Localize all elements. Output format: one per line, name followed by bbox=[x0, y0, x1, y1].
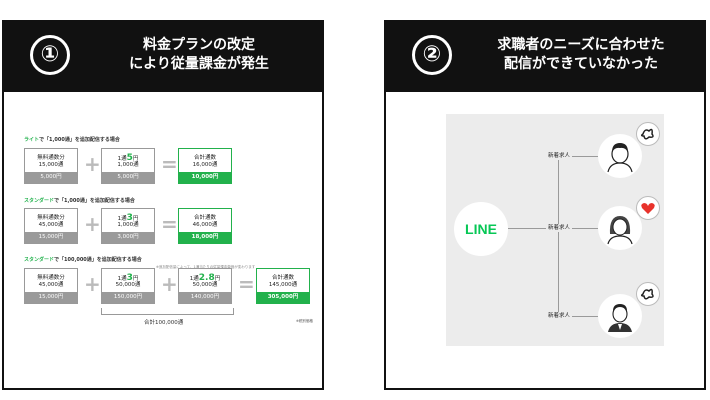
scribble-bubble-icon bbox=[636, 282, 660, 306]
delivery-panel: ② 求職者のニーズに合わせた 配信ができていなかった LINE 新着求人 新着求… bbox=[384, 20, 706, 390]
new-job-tag: 新着求人 bbox=[546, 224, 573, 232]
equals-sign: = bbox=[238, 272, 255, 296]
plus-sign: + bbox=[161, 272, 178, 296]
source-note: ※税別価格 bbox=[296, 319, 313, 323]
connector-line bbox=[558, 228, 598, 229]
free-quota-box: 無料通数分 15,000通 5,000円 bbox=[24, 148, 78, 184]
panel-title: 求職者のニーズに合わせた 配信ができていなかった bbox=[497, 37, 665, 72]
avatar-man-casual-icon bbox=[598, 134, 642, 178]
unit-price-box: 1通3円 50,000通 150,000円 bbox=[101, 268, 155, 304]
total-box: 合計通数 145,000通 305,000円 bbox=[256, 268, 310, 304]
total-box: 合計通数 46,000通 18,000円 bbox=[178, 208, 232, 244]
panel-header: ① 料金プランの改定 により従量課金が発生 bbox=[4, 22, 322, 92]
unit-price-box: 1通2.8円 50,000通 140,000円 bbox=[178, 268, 232, 304]
note-text: ※追加配信量によって、1通当たりの従量課金単価が変わります bbox=[156, 265, 256, 269]
free-quota-box: 無料通数分 45,000通 15,000円 bbox=[24, 268, 78, 304]
panel-number: ① bbox=[30, 35, 70, 75]
unit-price-box: 1通5円 1,000通 5,000円 bbox=[101, 148, 155, 184]
panel-title: 料金プランの改定 により従量課金が発生 bbox=[129, 37, 269, 72]
connector-line bbox=[558, 156, 598, 157]
new-job-tag: 新着求人 bbox=[546, 312, 573, 320]
row-label: スタンダードで「100,000通」を追加配信する場合 bbox=[24, 257, 142, 263]
row-label: ライトで「1,000通」を追加配信する場合 bbox=[24, 137, 120, 143]
total-box: 合計通数 16,000通 10,000円 bbox=[178, 148, 232, 184]
plus-sign: + bbox=[84, 272, 101, 296]
equals-sign: = bbox=[161, 212, 178, 236]
panel-number: ② bbox=[412, 35, 452, 75]
unit-price-box: 1通3円 1,000通 3,000円 bbox=[101, 208, 155, 244]
connector-line bbox=[558, 316, 598, 317]
plus-sign: + bbox=[84, 212, 101, 236]
free-quota-box: 無料通数分 45,000通 15,000円 bbox=[24, 208, 78, 244]
delivery-diagram: LINE 新着求人 新着求人 新着求人 bbox=[446, 114, 664, 346]
connector-line bbox=[508, 228, 558, 229]
row-label: スタンダードで「1,000通」を追加配信する場合 bbox=[24, 198, 135, 204]
scribble-bubble-icon bbox=[636, 122, 660, 146]
avatar-woman-icon bbox=[598, 206, 642, 250]
panel-header: ② 求職者のニーズに合わせた 配信ができていなかった bbox=[386, 22, 704, 92]
new-job-tag: 新着求人 bbox=[546, 152, 573, 160]
heart-bubble-icon bbox=[636, 196, 660, 220]
pricing-panel: ① 料金プランの改定 により従量課金が発生 ライトで「1,000通」を追加配信す… bbox=[2, 20, 324, 390]
sum-bracket bbox=[101, 308, 234, 315]
connector-line bbox=[558, 156, 559, 316]
equals-sign: = bbox=[161, 152, 178, 176]
avatar-man-suit-icon bbox=[598, 294, 642, 338]
line-logo: LINE bbox=[454, 202, 508, 256]
plus-sign: + bbox=[84, 152, 101, 176]
sum-label: 合計100,000通 bbox=[144, 320, 184, 326]
